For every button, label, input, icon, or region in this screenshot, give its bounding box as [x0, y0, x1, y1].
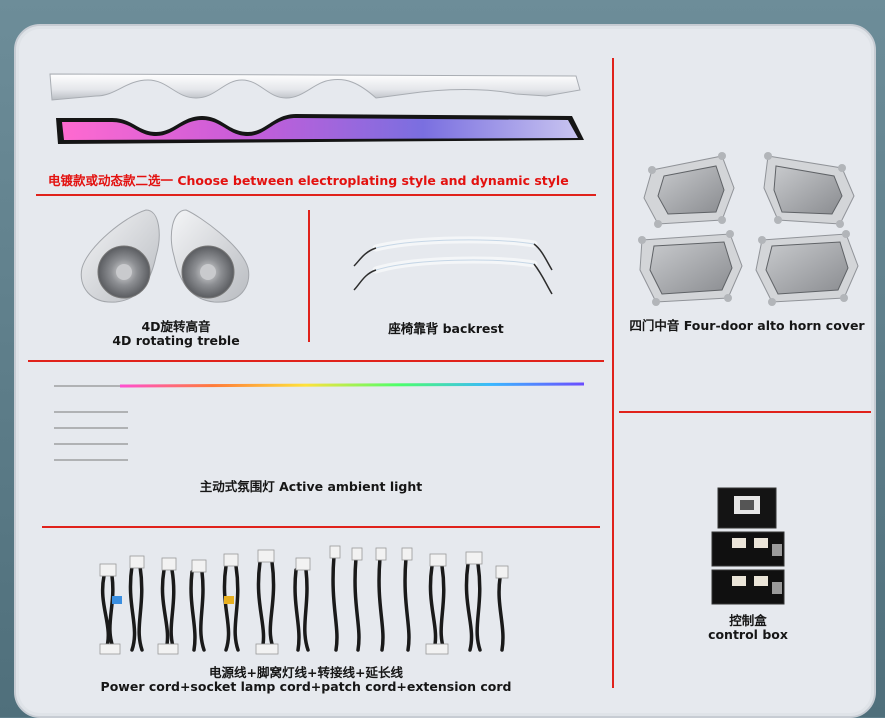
divider-vertical-right: [612, 58, 614, 688]
divider-under-trim: [36, 194, 596, 196]
door-speaker-cover-icon: [638, 152, 859, 306]
style-choice-caption: 电镀款或动态款二选一 Choose between electroplating…: [48, 173, 569, 188]
wiring-harness-icon: [99, 545, 509, 655]
control-box-icon: [711, 487, 785, 605]
product-panel: 电镀款或动态款二选一 Choose between electroplating…: [14, 24, 876, 718]
divider-under-ambient: [42, 526, 600, 528]
backrest-light-strip-icon: [353, 236, 553, 295]
cords-caption-en: Power cord+socket lamp cord+patch cord+e…: [100, 679, 512, 694]
ambient-caption: 主动式氛围灯 Active ambient light: [199, 479, 423, 494]
divider-treble-backrest: [308, 210, 310, 342]
backrest-caption: 座椅靠背 backrest: [388, 321, 504, 336]
control-box-caption-cn: 控制盒: [729, 613, 767, 628]
dashboard-trim-dynamic-icon: [56, 114, 584, 144]
treble-caption-cn: 4D旋转高音: [141, 319, 211, 334]
cords-caption-cn: 电源线+脚窝灯线+转接线+延长线: [209, 665, 403, 680]
treble-caption-en: 4D rotating treble: [112, 333, 240, 348]
rotating-tweeter-icon: [80, 209, 250, 303]
control-box-caption-en: control box: [708, 627, 788, 642]
horn-cover-caption: 四门中音 Four-door alto horn cover: [629, 318, 865, 333]
divider-under-treble: [28, 360, 604, 362]
dashboard-trim-silver-icon: [49, 73, 581, 101]
divider-right-middle: [619, 411, 871, 413]
ambient-light-strip-icon: [54, 382, 585, 462]
